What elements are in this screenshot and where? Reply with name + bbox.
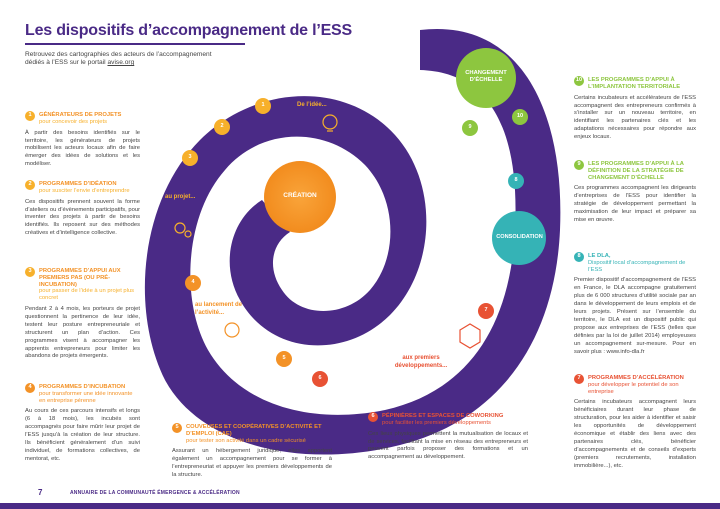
section-8: 8 LE DLA, Dispositif local d’accompagnem… bbox=[574, 252, 696, 356]
section-1-sub: pour concevoir des projets bbox=[39, 118, 107, 125]
section-2-body: Ces dispositifs prennent souvent la form… bbox=[25, 198, 140, 237]
marker-6: 6 bbox=[318, 375, 322, 381]
section-9-number: 9 bbox=[574, 160, 584, 170]
title-underline bbox=[25, 43, 245, 45]
section-3-number: 3 bbox=[25, 267, 35, 277]
section-5-body: Assurant un hébergement juridique, elles… bbox=[172, 448, 332, 479]
section-7-number: 7 bbox=[574, 374, 584, 384]
marker-2: 2 bbox=[220, 123, 224, 129]
section-10-number: 10 bbox=[574, 76, 584, 86]
section-10: 10 LES PROGRAMMES D’APPUI À L’IMPLANTATI… bbox=[574, 76, 696, 142]
changement-label: CHANGEMENT D’ÉCHELLE bbox=[465, 70, 507, 83]
section-6: 6 PÉPINIÈRES ET ESPACES DE COWORKING pou… bbox=[368, 412, 528, 462]
creation-circle bbox=[264, 161, 336, 233]
section-10-body: Certains incubateurs et accélérateurs de… bbox=[574, 94, 696, 141]
marker-10: 10 bbox=[516, 113, 524, 119]
consolidation-label: CONSOLIDATION bbox=[496, 234, 543, 240]
section-3-sub: pour passer de l’idée à un projet plus c… bbox=[39, 288, 135, 302]
stage-lancement: au lancement de l’activité... bbox=[195, 302, 243, 316]
section-9-label: LES PROGRAMMES D’APPUI À LA DÉFINITION D… bbox=[588, 161, 684, 181]
section-2: 2 PROGRAMMES D’IDÉATION pour susciter l’… bbox=[25, 180, 140, 238]
section-4: 4 PROGRAMMES D’INCUBATION pour transform… bbox=[25, 383, 140, 464]
spiral-band bbox=[144, 28, 561, 455]
changement-circle bbox=[456, 48, 516, 108]
marker-4: 4 bbox=[191, 279, 195, 285]
intro-body: Retrouvez des cartographies des acteurs … bbox=[25, 51, 212, 67]
stage-projet: au projet... bbox=[165, 194, 196, 200]
creation-label: CRÉATION bbox=[283, 192, 317, 199]
network-icon bbox=[459, 323, 481, 349]
consolidation-circle bbox=[492, 211, 546, 265]
section-1-label: GÉNÉRATEURS DE PROJETS bbox=[39, 112, 122, 118]
section-4-body: Au cours de ces parcours intensifs et lo… bbox=[25, 408, 140, 462]
section-7: 7 PROGRAMMES D’ACCÉLÉRATION pour dévelop… bbox=[574, 374, 696, 471]
stage-idee: De l’idée... bbox=[297, 102, 327, 108]
section-3-label: PROGRAMMES D’APPUI AUX PREMIERS PAS (OU … bbox=[39, 268, 121, 288]
marker-7: 7 bbox=[484, 307, 488, 313]
section-6-number: 6 bbox=[368, 412, 378, 422]
section-9-body: Ces programmes accompagnent les dirigean… bbox=[574, 185, 696, 224]
section-7-label: PROGRAMMES D’ACCÉLÉRATION bbox=[588, 375, 684, 381]
section-6-body: Ces lieux physiques permettent la mutual… bbox=[368, 430, 528, 461]
page-title: Les dispositifs d’accompagnement de l’ES… bbox=[25, 22, 352, 39]
intro-link[interactable]: avise.org bbox=[107, 59, 135, 67]
section-4-sub: pour transformer une idée innovante en e… bbox=[39, 390, 133, 404]
marker-3: 3 bbox=[188, 154, 192, 160]
section-8-label: LE DLA, bbox=[588, 253, 611, 259]
marker-8: 8 bbox=[514, 177, 518, 183]
section-10-label: LES PROGRAMMES D’APPUI À L’IMPLANTATION … bbox=[588, 77, 681, 90]
section-9: 9 LES PROGRAMMES D’APPUI À LA DÉFINITION… bbox=[574, 160, 696, 225]
footer-text: ANNUAIRE DE LA COMMUNAUTÉ ÉMERGENCE & AC… bbox=[70, 490, 240, 496]
page-number: 7 bbox=[38, 488, 43, 497]
section-7-body: Certains incubateurs accompagnent leurs … bbox=[574, 399, 696, 469]
section-5-number: 5 bbox=[172, 423, 182, 433]
intro-text: Retrouvez des cartographies des acteurs … bbox=[25, 51, 215, 68]
section-2-sub: pour susciter l’envie d’entreprendre bbox=[39, 187, 130, 194]
bulb-icon bbox=[322, 114, 338, 132]
rocket-icon bbox=[224, 322, 240, 338]
stage-dev: aux premiers développements... bbox=[394, 355, 448, 369]
section-5-label: COUVEUSES ET COOPÉRATIVES D’ACTIVITÉ ET … bbox=[186, 424, 322, 437]
section-2-number: 2 bbox=[25, 180, 35, 190]
section-2-label: PROGRAMMES D’IDÉATION bbox=[39, 181, 117, 187]
section-1-number: 1 bbox=[25, 111, 35, 121]
section-8-number: 8 bbox=[574, 252, 584, 262]
section-5: 5 COUVEUSES ET COOPÉRATIVES D’ACTIVITÉ E… bbox=[172, 423, 332, 480]
section-1-body: À partir des besoins identifiés sur le t… bbox=[25, 129, 140, 168]
section-4-number: 4 bbox=[25, 383, 35, 393]
section-6-label: PÉPINIÈRES ET ESPACES DE COWORKING bbox=[382, 413, 504, 419]
section-5-sub: pour tester son activité dans un cadre s… bbox=[186, 437, 306, 444]
section-3-body: Pendant 2 à 4 mois, les porteurs de proj… bbox=[25, 305, 140, 360]
section-8-body: Premier dispositif d’accompagnement de l… bbox=[574, 277, 696, 355]
section-6-sub: pour faciliter les premiers développemen… bbox=[382, 419, 491, 426]
bottom-bar bbox=[0, 503, 720, 509]
section-7-sub: pour développer le potentiel de son entr… bbox=[588, 381, 679, 395]
gears-icon bbox=[174, 222, 192, 238]
section-4-label: PROGRAMMES D’INCUBATION bbox=[39, 384, 126, 390]
section-8-sub: Dispositif local d’accompagnement de l’E… bbox=[588, 259, 686, 273]
section-3: 3 PROGRAMMES D’APPUI AUX PREMIERS PAS (O… bbox=[25, 267, 140, 361]
marker-5: 5 bbox=[282, 355, 286, 361]
section-1: 1 GÉNÉRATEURS DE PROJETS pour concevoir … bbox=[25, 111, 140, 169]
marker-1: 1 bbox=[261, 102, 265, 108]
marker-9: 9 bbox=[468, 124, 472, 130]
